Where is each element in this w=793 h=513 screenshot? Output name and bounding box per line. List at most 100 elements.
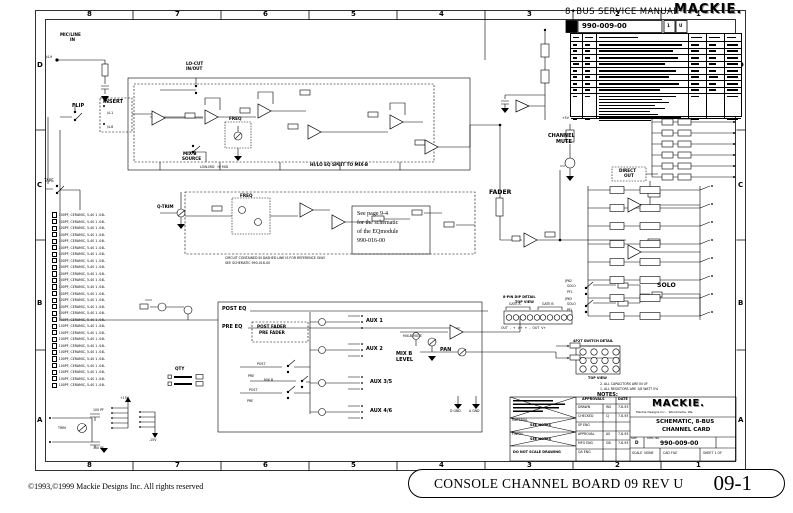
rev-box-2: U	[679, 23, 683, 28]
approval-label: QA ENG	[578, 450, 591, 454]
material-label: MATERIAL	[512, 418, 528, 422]
grid-col-label: 8	[87, 461, 92, 469]
list-item: 100PF, CERAMIC, 5-40 1 .04L	[52, 304, 105, 310]
checkbox	[52, 297, 58, 303]
label-pfl-1: PFL	[567, 290, 573, 294]
label-insert: INSERT	[103, 99, 124, 105]
checkbox	[52, 251, 58, 257]
label-plus5v: +5V	[562, 116, 569, 120]
checkbox	[52, 349, 58, 356]
approvals-header: APPROVALS	[582, 397, 605, 401]
checkbox	[52, 238, 58, 244]
mackie-logo: MACKIE.	[674, 2, 743, 17]
grid-col-label: 8	[87, 10, 92, 18]
approval-date: 7-8-93	[618, 432, 629, 436]
dwg-no-value: 990-009-00	[660, 440, 699, 447]
label-mix-b-level-2: LEVEL	[396, 357, 414, 363]
checkbox	[52, 330, 58, 336]
checkbox	[52, 356, 58, 362]
label-freq-upper: FREQ	[229, 116, 242, 121]
grid-col-label: 5	[351, 10, 356, 18]
label-channel-mute: CHANNEL	[548, 133, 575, 139]
label-pfl-2: PFL	[567, 308, 573, 312]
grid-col-label: 3	[527, 461, 532, 469]
dip-pin-labels: OUT - + V+ + - OUT V+	[501, 326, 547, 330]
grid-row-label: B	[37, 299, 43, 307]
label-eq-split: HI/LO EQ SPLIT TO MIX-B	[310, 162, 369, 167]
list-item: 100PF, CERAMIC, 5-40 1 .04L	[52, 317, 105, 323]
page-number: 09-1	[713, 471, 753, 495]
checkbox	[52, 310, 58, 316]
list-item: 100PF, CERAMIC, 5-40 1 .04L	[52, 362, 105, 369]
checkbox	[52, 382, 58, 388]
label-direct-out-2: OUT	[624, 173, 634, 178]
part-number: 990-009-00	[582, 22, 627, 30]
date-header: DATE	[618, 397, 628, 401]
label-mix-b-source-2: SOURCE	[182, 156, 202, 161]
label-low-mid-hi-mid: LOW-MID HI MID	[200, 165, 229, 169]
revision-row	[571, 55, 741, 62]
checkbox	[52, 323, 58, 329]
list-item: 100PF, CERAMIC, 5-40 1 .04L	[52, 323, 105, 329]
checkbox	[52, 369, 58, 375]
grid-row-label: B	[738, 299, 744, 307]
material-see-notes: SEE NOTES	[530, 423, 552, 427]
label-sw-pre-2: PRE	[247, 399, 254, 403]
board-title: CONSOLE CHANNEL BOARD 09 REV U	[434, 475, 684, 491]
label-aux-1: AUX 1	[366, 318, 383, 324]
label-freq-lower: FREQ	[240, 193, 253, 198]
label-pre-eq: PRE EQ	[222, 324, 243, 330]
revision-table	[570, 33, 742, 122]
grid-row-label: A	[37, 416, 43, 424]
checkbox	[52, 277, 58, 284]
label-post-eq: POST EQ	[222, 306, 247, 312]
checkbox	[52, 362, 58, 369]
grid-col-label: 6	[263, 461, 268, 469]
sheet-label: SHEET 1 OF	[703, 451, 722, 455]
label-direct-out: DIRECT	[619, 168, 637, 173]
approval-label: DRAWN	[578, 405, 591, 409]
approval-label: MFG ENG	[578, 441, 593, 445]
approval-initials: AS	[606, 432, 611, 436]
approval-date: 7-8-93	[618, 441, 629, 445]
checkbox	[52, 218, 58, 225]
checkbox	[52, 284, 58, 290]
checkbox	[52, 264, 58, 270]
label-aux-2: AUX 2	[366, 346, 383, 352]
checkbox	[52, 343, 58, 349]
label-channel-mute-2: MUTE	[556, 139, 572, 145]
approval-label: APPROVAL	[578, 432, 595, 436]
do-not-scale: DO NOT SCALE DRAWING	[513, 450, 561, 454]
component-checklist: 100PF, CERAMIC, 5-40 1 .04L 100PF, CERAM…	[52, 212, 105, 388]
size-label: SIZE	[631, 437, 637, 440]
checkbox	[52, 271, 58, 277]
grid-col-label: 3	[527, 10, 532, 18]
list-item: 100PF, CERAMIC, 5-40 1 .04L	[52, 245, 105, 251]
approval-initials: CJ	[606, 414, 610, 418]
list-item: 100PF, CERAMIC, 5-40 1 .04L	[52, 310, 105, 316]
list-item: 100PF, CERAMIC, 5-40 1 .04L	[52, 369, 105, 375]
dip-gate-b: GATE B	[542, 302, 554, 306]
checkbox	[52, 232, 58, 238]
cad-file-label: CAD FILE	[663, 451, 678, 455]
grid-col-label: 4	[439, 461, 444, 469]
list-item: 100PF, CERAMIC, 5-40 1 .04L	[52, 277, 105, 284]
approval-initials: GB	[606, 441, 611, 445]
label-j4-9: J4-9	[46, 55, 53, 59]
board-title-plate: CONSOLE CHANNEL BOARD 09 REV U 09-1	[408, 469, 785, 498]
label-q-trim: Q-TRIM	[157, 204, 174, 209]
checkbox	[52, 317, 58, 323]
list-item: 100PF, CERAMIC, 5-40 1 .04L	[52, 232, 105, 238]
label-mic-line-in: IN	[70, 37, 76, 42]
list-item: 100PF, CERAMIC, 5-40 1 .04L	[52, 356, 105, 362]
grid-row-label: A	[738, 416, 744, 424]
approval-date: 7-8-93	[618, 405, 629, 409]
see-page-note-1: See page 9-4	[357, 211, 388, 217]
label-100pf-1: 100 PF	[93, 408, 104, 412]
list-item: 100PF, CERAMIC, 5-40 1 .04L	[52, 258, 105, 264]
label-sw-pre-1: PRE	[248, 374, 255, 378]
rev-box-1: 1	[667, 23, 670, 28]
grid-row-label: C	[738, 181, 744, 189]
grid-col-label: 2	[615, 461, 620, 469]
